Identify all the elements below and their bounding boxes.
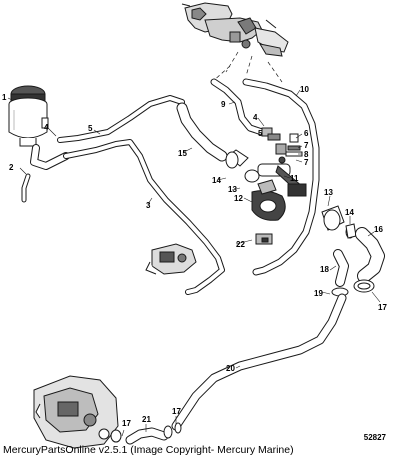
callout-7-upper: 7 — [304, 141, 309, 150]
callout-9: 9 — [221, 100, 226, 109]
callout-11: 11 — [290, 174, 299, 183]
clamp-17-19 — [331, 279, 375, 297]
hose-10 — [242, 78, 320, 276]
clip-22 — [255, 233, 273, 245]
callout-18: 18 — [320, 265, 329, 274]
callout-13-right: 13 — [324, 188, 333, 197]
hose-16 — [355, 227, 385, 283]
callout-leaders — [7, 89, 381, 437]
callout-22: 22 — [236, 240, 245, 249]
callout-labels: 1 2 3 4 5 4 5 6 7 8 7 9 10 11 12 13 13 1… — [2, 85, 387, 428]
clamp-assembly — [225, 149, 307, 221]
callout-20: 20 — [226, 364, 235, 373]
callout-7-lower: 7 — [304, 158, 309, 167]
hose-9 — [210, 78, 266, 136]
hose-21 — [125, 427, 169, 445]
callout-15: 15 — [178, 149, 187, 158]
fittings-cluster — [261, 127, 303, 164]
top-valve-assembly — [181, 2, 289, 57]
leader-lines — [211, 51, 283, 83]
callout-10: 10 — [300, 85, 309, 94]
copyright-caption: MercuryPartsOnline v2.5.1 (Image Copyrig… — [3, 444, 294, 456]
callout-6: 6 — [304, 129, 309, 138]
bottom-clamps — [163, 422, 182, 439]
figure-number: 52827 — [363, 433, 386, 442]
callout-17-middle: 17 — [172, 407, 181, 416]
callout-17-left: 17 — [122, 419, 131, 428]
callout-4-left: 4 — [44, 123, 49, 132]
hose-18 — [333, 249, 349, 287]
bottom-pump-assembly — [33, 375, 122, 449]
callout-12: 12 — [234, 194, 243, 203]
right-fittings — [321, 205, 357, 239]
callout-17-right: 17 — [378, 303, 387, 312]
callout-1: 1 — [2, 93, 7, 102]
callout-8: 8 — [304, 150, 309, 159]
mid-valve-assembly — [145, 243, 197, 275]
callout-21: 21 — [142, 415, 151, 424]
callout-5-right: 5 — [258, 129, 263, 138]
callout-14-right: 14 — [345, 208, 354, 217]
callout-13-left: 13 — [228, 185, 237, 194]
hose-20 — [171, 293, 347, 431]
hose-2 — [21, 144, 70, 203]
power-steering-reservoir — [8, 85, 49, 147]
callout-4-right: 4 — [253, 113, 258, 122]
hose-15 — [176, 102, 228, 162]
callout-2: 2 — [9, 163, 14, 172]
callout-3: 3 — [146, 201, 151, 210]
callout-14-left: 14 — [212, 176, 221, 185]
callout-16: 16 — [374, 225, 383, 234]
hose-5 — [57, 95, 185, 143]
callout-19: 19 — [314, 289, 323, 298]
hose-3 — [63, 139, 225, 295]
callout-5-left: 5 — [88, 124, 93, 133]
